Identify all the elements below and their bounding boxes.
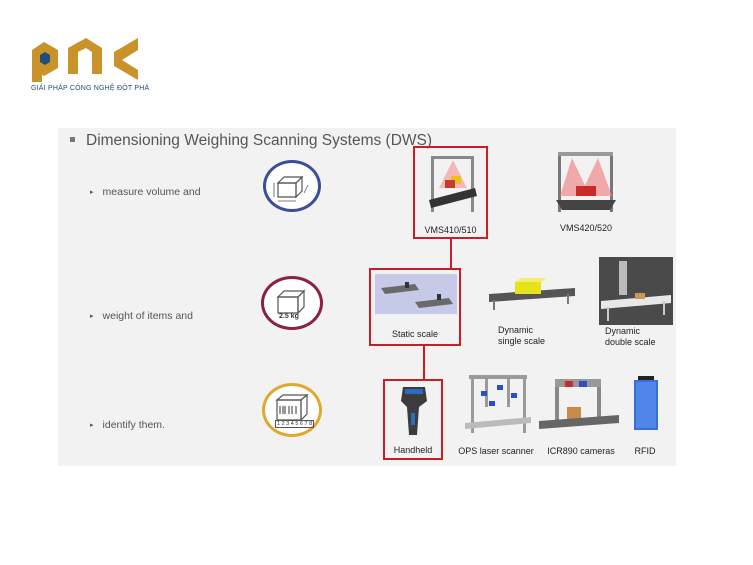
- icr890-label: ICR890 cameras: [547, 446, 615, 456]
- box-dimension-icon: [273, 175, 309, 202]
- logo-letter-n: [68, 38, 102, 74]
- arrow-bullet-icon: ▸: [90, 313, 94, 320]
- slide-title-text: Dimensioning Weighing Scanning Systems (…: [86, 132, 433, 149]
- dynamic-double-line2: double scale: [605, 337, 656, 347]
- square-bullet-icon: [70, 137, 75, 142]
- static-scale-box: Static scale: [369, 268, 461, 346]
- handheld-box: Handheld: [383, 379, 443, 460]
- dynamic-single-line2: single scale: [498, 336, 546, 346]
- vms410-box: VMS410/510: [413, 146, 488, 239]
- dynamic-double-image: [599, 257, 673, 325]
- bullet-identify-text: identify them.: [102, 419, 165, 431]
- icr890-image: [539, 377, 619, 437]
- identify-icon: 1 2 3 4 5 6 7 8: [262, 383, 322, 437]
- logo-letter-p: [32, 68, 50, 82]
- bullet-weight-text: weight of items and: [102, 310, 193, 322]
- bullet-volume-text: measure volume and: [102, 186, 201, 198]
- bullet-weight: ▸ weight of items and: [90, 310, 193, 322]
- volume-icon: [263, 160, 321, 212]
- slide-title: Dimensioning Weighing Scanning Systems (…: [70, 132, 432, 150]
- ops-scanner-image: [463, 371, 533, 437]
- ops-scanner-label: OPS laser scanner: [458, 446, 534, 456]
- connector-line: [423, 345, 425, 379]
- dynamic-double-line1: Dynamic: [605, 326, 641, 336]
- logo-tagline: GIẢI PHÁP CÔNG NGHỆ ĐỘT PHÁ: [31, 85, 150, 92]
- weight-icon: 2.5 kg: [261, 276, 323, 330]
- logo-letter-c: [114, 38, 138, 80]
- static-scale-label: Static scale: [391, 329, 439, 339]
- weight-label: 2.5 kg: [279, 313, 299, 320]
- pnc-logo: [32, 38, 138, 82]
- rfid-image: [632, 376, 660, 434]
- arrow-bullet-icon: ▸: [90, 422, 94, 429]
- bullet-volume: ▸ measure volume and: [90, 186, 201, 198]
- box-weight-icon: [276, 289, 306, 315]
- connector-line: [450, 238, 452, 270]
- arrow-bullet-icon: ▸: [90, 189, 94, 196]
- logo-hex-inner: [40, 52, 50, 65]
- vms420-image: [550, 148, 622, 218]
- barcode-label: 1 2 3 4 5 6 7 8: [275, 420, 315, 428]
- bullet-identify: ▸ identify them.: [90, 419, 165, 431]
- dynamic-single-image: [487, 276, 577, 310]
- vms410-label: VMS410/510: [424, 225, 477, 235]
- handheld-label: Handheld: [393, 445, 433, 455]
- static-scale-image: [375, 274, 457, 314]
- vms420-label: VMS420/520: [559, 223, 613, 233]
- vms410-image: [429, 156, 477, 212]
- dynamic-single-line1: Dynamic: [498, 325, 534, 335]
- handheld-scanner-image: [401, 387, 427, 435]
- rfid-label: RFID: [634, 446, 656, 456]
